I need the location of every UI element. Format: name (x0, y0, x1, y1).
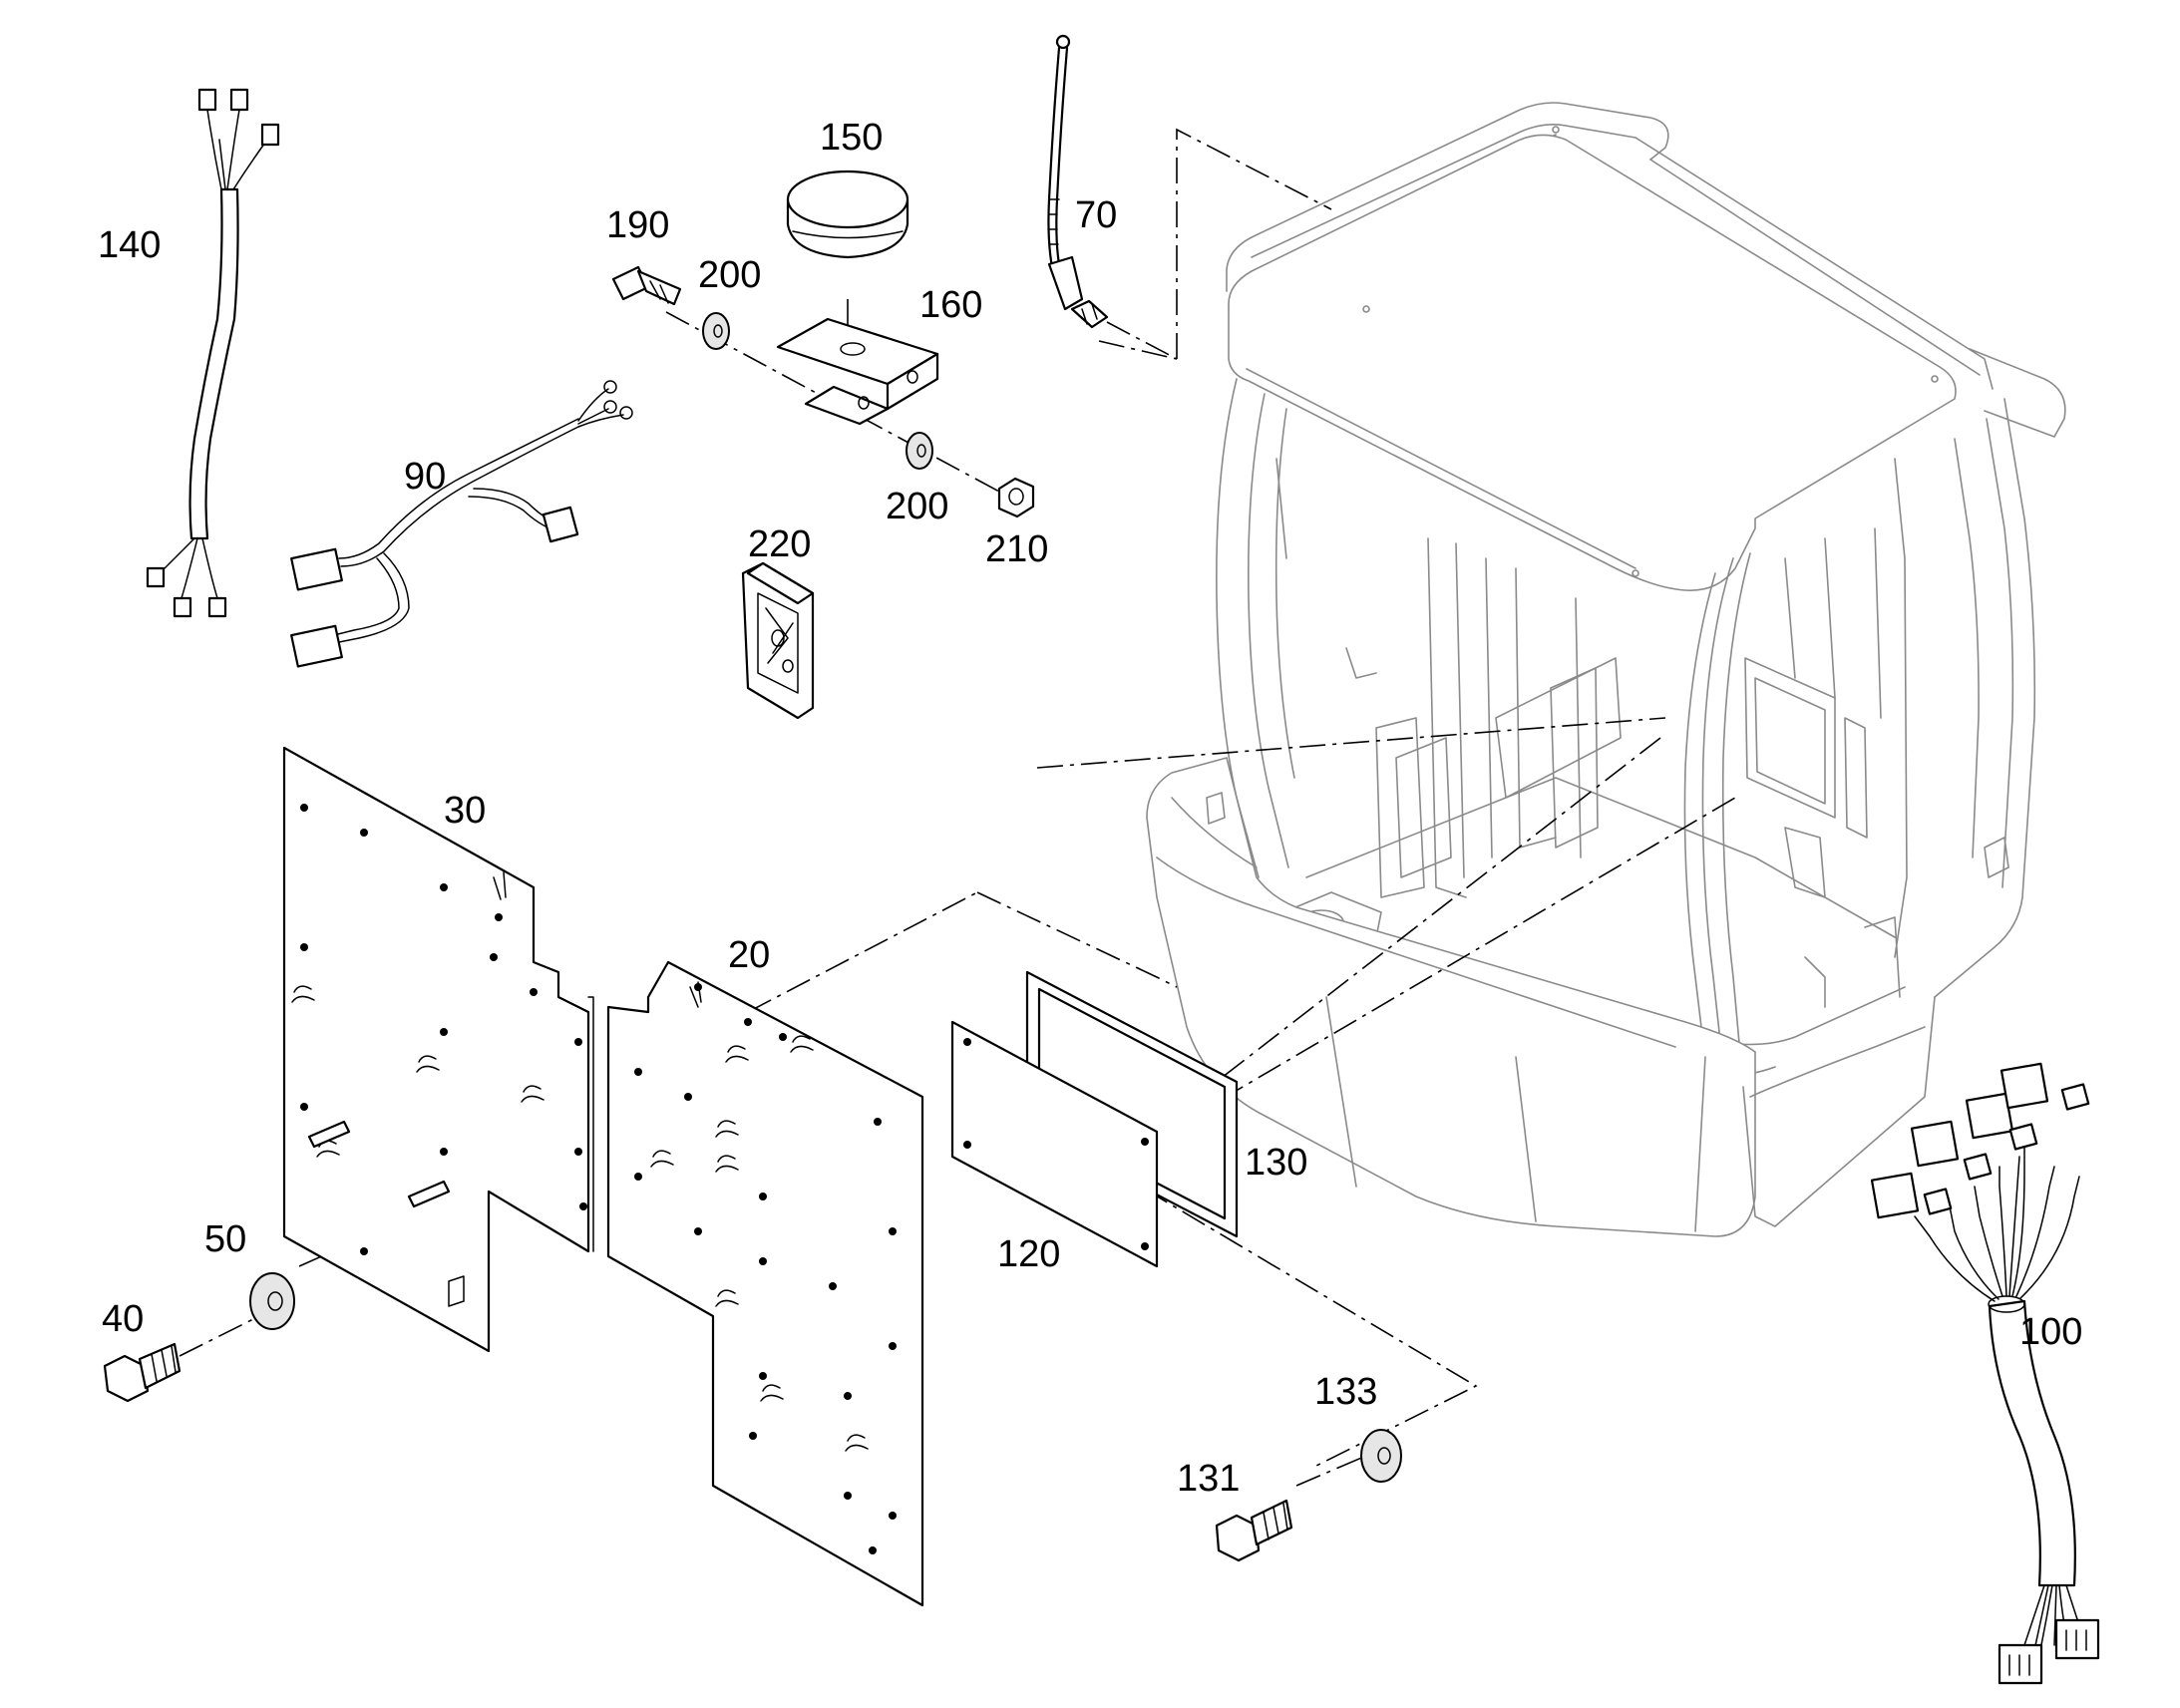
part-200-washer-lower (906, 432, 933, 470)
part-150-dome-light (786, 170, 909, 259)
callout-200-lower: 200 (886, 486, 948, 527)
callout-190: 190 (606, 204, 669, 246)
callout-150: 150 (820, 117, 883, 159)
part-90-wire-harness (290, 380, 633, 668)
callout-labels: 140 90 150 190 200 160 70 200 210 220 30… (98, 117, 2082, 1500)
callout-20: 20 (728, 934, 770, 976)
part-20-plate (606, 960, 924, 1607)
callout-50: 50 (204, 1218, 246, 1260)
part-133-washer (1360, 1429, 1402, 1483)
callout-130: 130 (1245, 1142, 1307, 1184)
callout-220: 220 (748, 523, 811, 565)
part-100-wire-harness (1870, 1062, 2100, 1685)
callout-200-upper: 200 (698, 254, 761, 296)
part-120-cover (950, 1020, 1159, 1268)
part-160-bracket (776, 317, 939, 426)
callout-131: 131 (1177, 1458, 1240, 1500)
callout-140: 140 (98, 224, 161, 266)
callout-40: 40 (102, 1298, 144, 1340)
part-220-holder (741, 561, 815, 720)
part-70-antenna (1047, 34, 1109, 329)
callout-30: 30 (444, 790, 486, 832)
part-30-plate (282, 746, 594, 1353)
callout-133: 133 (1314, 1371, 1377, 1413)
callout-70: 70 (1075, 194, 1117, 236)
part-130-gasket (1025, 970, 1239, 1238)
part-210-nut (997, 477, 1035, 518)
part-190-bolt (611, 265, 682, 306)
callout-90: 90 (404, 456, 446, 498)
part-50-washer (249, 1272, 295, 1330)
callout-100: 100 (2019, 1311, 2082, 1353)
part-40-bolt (103, 1342, 182, 1403)
part-131-bolt (1215, 1499, 1293, 1562)
callout-160: 160 (919, 284, 982, 326)
operator-cab (1146, 102, 2066, 1237)
callout-210: 210 (985, 528, 1048, 570)
part-200-washer-upper (702, 312, 730, 350)
part-140-wire-harness (146, 88, 280, 618)
callout-120: 120 (997, 1233, 1060, 1275)
